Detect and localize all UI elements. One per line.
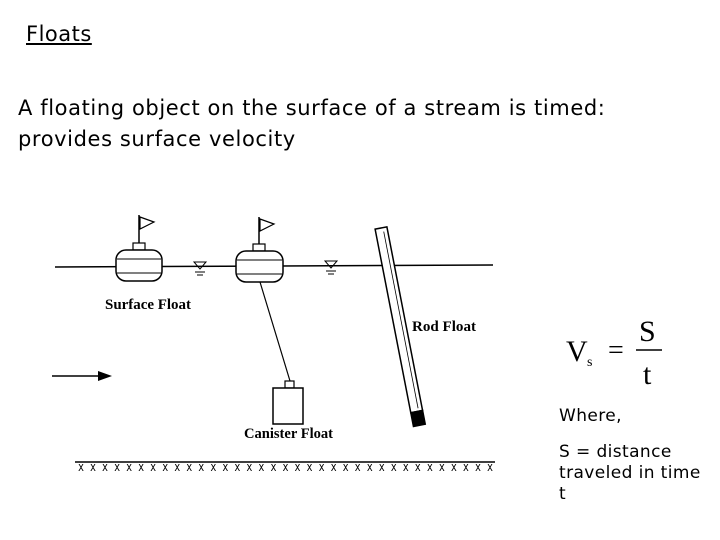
- flag-icon: [259, 218, 276, 232]
- canister: [272, 380, 304, 425]
- slide-title: Floats: [26, 22, 92, 46]
- canister-float-label: Canister Float: [244, 426, 333, 442]
- canister-tether: [259, 281, 291, 382]
- formula-equals: =: [608, 335, 624, 366]
- formula-denominator: t: [643, 358, 652, 391]
- where-heading: Where,: [559, 406, 622, 426]
- rod-float-label: Rod Float: [412, 319, 476, 335]
- velocity-formula: V s = S t: [566, 315, 662, 391]
- stream-bed-marks: x x x x x x x x x x x x x x x x x x x x …: [78, 460, 493, 474]
- water-level-symbol: [192, 261, 208, 276]
- rod-float: [374, 225, 427, 428]
- surface-float: [115, 215, 163, 282]
- formula-lhs-subscript: s: [587, 355, 592, 370]
- flow-arrow-icon: [52, 371, 112, 381]
- where-definition: S = distance traveled in time t: [559, 442, 701, 504]
- where-block: Where, S = distance traveled in time t: [559, 406, 709, 505]
- surface-float-label: Surface Float: [105, 297, 191, 313]
- formula-numerator: S: [639, 315, 656, 348]
- canister-surface-float: [235, 217, 284, 283]
- intro-text: A floating object on the surface of a st…: [18, 96, 606, 151]
- flag-icon: [139, 216, 156, 230]
- formula-lhs: V: [566, 335, 588, 368]
- water-level-symbol: [323, 260, 339, 275]
